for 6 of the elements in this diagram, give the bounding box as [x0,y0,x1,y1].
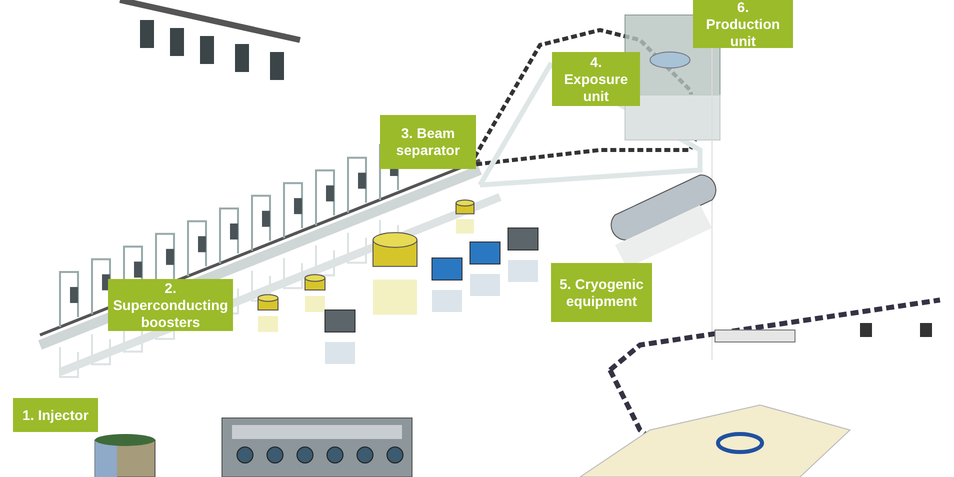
label-tag: 3. Beam separator [380,115,476,169]
label-tag: 6. Production unit [693,0,793,48]
label-tag: 4. Exposure unit [552,52,640,106]
label-tag: 2. Superconducting boosters [108,279,233,331]
label-tag: 1. Injector [13,398,98,432]
label-tag: 5. Cryogenic equipment [551,263,652,322]
